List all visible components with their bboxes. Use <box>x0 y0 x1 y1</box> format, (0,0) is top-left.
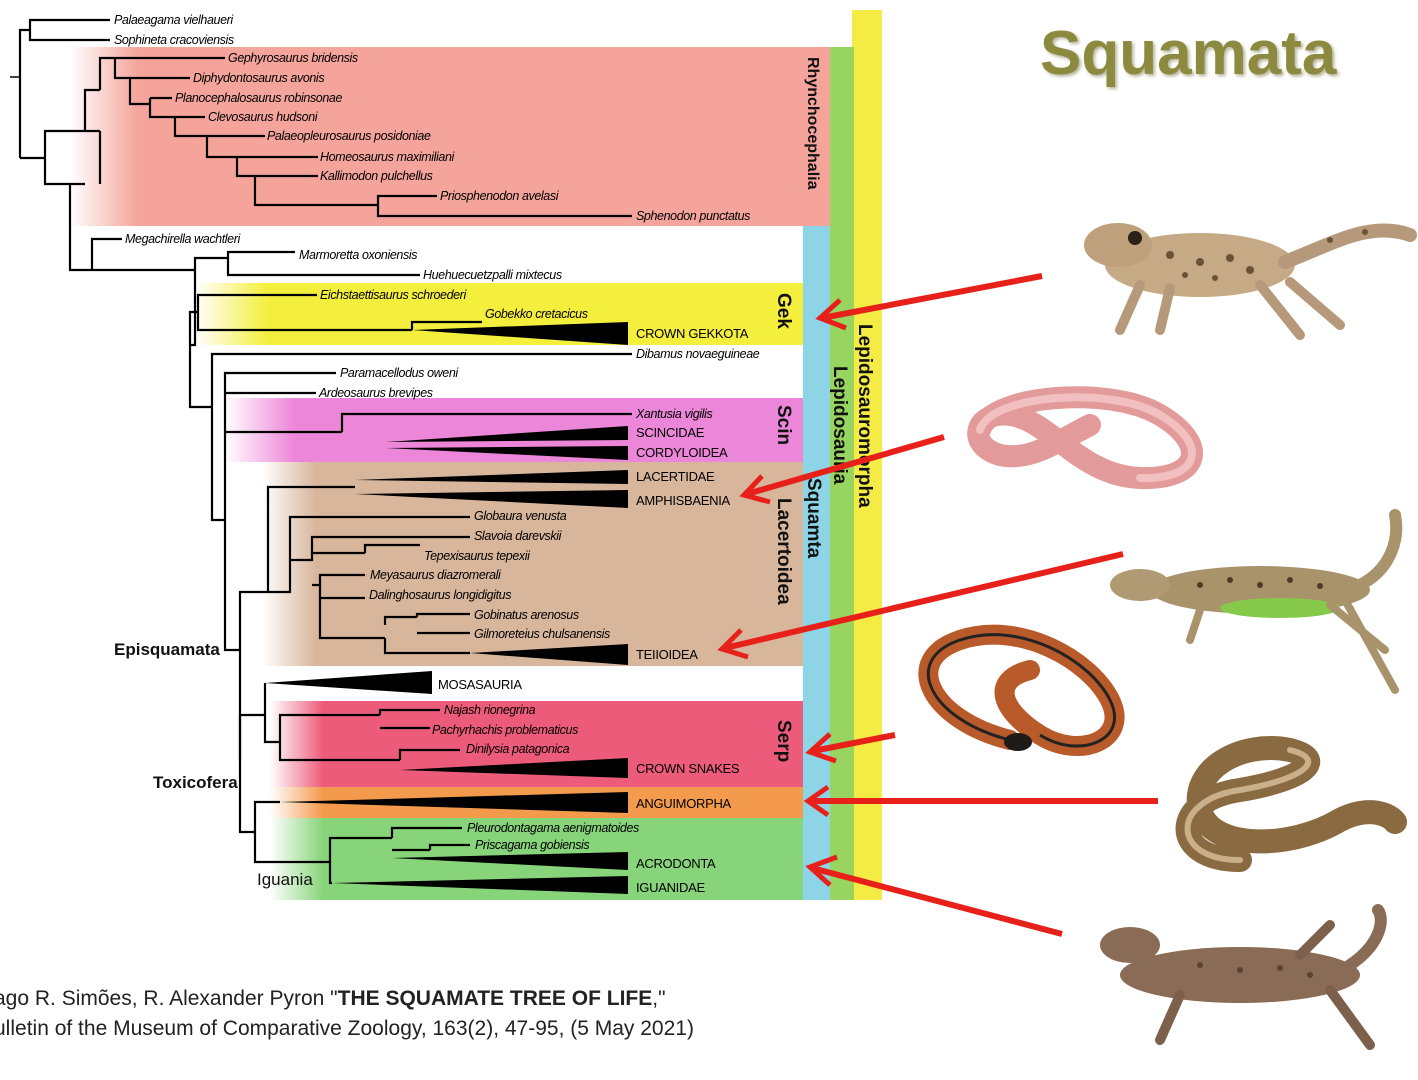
taxon-label: Priscagama gobiensis <box>475 838 589 852</box>
node-label-episquamata: Episquamata <box>114 640 220 659</box>
citation: ago R. Simões, R. Alexander Pyron "THE S… <box>0 984 694 1044</box>
iguanian-photo <box>1100 910 1381 1045</box>
taxon-label: Sophineta cracoviensis <box>114 33 234 47</box>
taxon-label: CROWN GEKKOTA <box>636 326 749 341</box>
squamata-bar-label: Squamta <box>803 478 824 559</box>
gecko-photo <box>1084 223 1410 335</box>
taxon-label: AMPHISBAENIA <box>636 493 731 508</box>
triangle-mosasauria <box>265 671 432 694</box>
arrow-iguania <box>812 868 1062 934</box>
snake-photo <box>928 635 1114 751</box>
taxon-label: Gobinatus arenosus <box>474 608 579 622</box>
taxon-label: Tepexisaurus tepexii <box>424 549 531 563</box>
taxon-label: Globaura venusta <box>474 509 567 523</box>
taxon-label: Ardeosaurus brevipes <box>318 386 433 400</box>
taxon-label: Pachyrhachis problematicus <box>432 723 578 737</box>
amphisbaenian-photo <box>978 397 1192 478</box>
node-label-iguania: Iguania <box>257 870 313 889</box>
taxon-label: Huehuecuetzpalli mixtecus <box>423 268 562 282</box>
taxon-label: SCINCIDAE <box>636 425 705 440</box>
rhynchocephalia-label: Rhynchocephalia <box>804 57 821 190</box>
taxon-label: Megachirella wachtleri <box>125 232 241 246</box>
citation-line-1: ago R. Simões, R. Alexander Pyron "THE S… <box>0 984 694 1014</box>
serp-label: Serp <box>773 720 794 762</box>
taxon-label: Dalinghosaurus longidigitus <box>369 588 511 602</box>
taxon-label: Planocephalosaurus robinsonae <box>175 91 342 105</box>
taxon-label: Meyasaurus diazromerali <box>370 568 502 582</box>
taxon-label: ACRODONTA <box>636 856 716 871</box>
taxon-label: Gephyrosaurus bridensis <box>228 51 358 65</box>
slowworm-photo <box>1188 748 1396 860</box>
node-label-toxicofera: Toxicofera <box>153 773 238 792</box>
taxon-label: Pleurodontagama aenigmatoides <box>467 821 639 835</box>
taxon-label: Palaeopleurosaurus posidoniae <box>267 129 431 143</box>
taxon-label: ANGUIMORPHA <box>636 796 732 811</box>
taxon-label: Xantusia vigilis <box>635 407 712 421</box>
taxon-label: Gilmoreteius chulsanensis <box>474 627 610 641</box>
scin-label: Scin <box>773 405 794 445</box>
taxon-label: CROWN SNAKES <box>636 761 740 776</box>
taxon-label: Diphydontosaurus avonis <box>193 71 324 85</box>
taxon-label: Paramacellodus oweni <box>340 366 459 380</box>
taxon-label: Homeosaurus maximiliani <box>320 150 456 164</box>
taxon-label: Clevosaurus hudsoni <box>208 110 319 124</box>
lacertid-photo <box>1110 515 1396 690</box>
taxon-label: LACERTIDAE <box>636 469 715 484</box>
taxon-label: Palaeagama vielhaueri <box>114 13 234 27</box>
citation-title: THE SQUAMATE TREE OF LIFE <box>338 987 653 1010</box>
taxon-label: TEIIOIDEA <box>636 647 698 662</box>
taxon-label: Najash rionegrina <box>444 703 536 717</box>
taxon-label: Dinilysia patagonica <box>466 742 570 756</box>
taxon-label: IGUANIDAE <box>636 880 705 895</box>
taxon-label: Kallimodon pulchellus <box>320 169 433 183</box>
citation-line-2: ulletin of the Museum of Comparative Zoo… <box>0 1014 694 1044</box>
taxon-label: Priosphenodon avelasi <box>440 189 560 203</box>
taxon-label: Gobekko cretacicus <box>485 307 588 321</box>
lacertoidea-label: Lacertoidea <box>773 498 794 605</box>
lepidosauromorpha-bar-label: Lepidosauromorpha <box>854 324 875 508</box>
taxon-label: Dibamus novaeguineae <box>636 347 760 361</box>
taxon-label: Sphenodon punctatus <box>636 209 750 223</box>
taxon-label: MOSASAURIA <box>438 677 522 692</box>
taxon-label: CORDYLOIDEA <box>636 445 728 460</box>
taxon-label: Eichstaettisaurus schroederi <box>320 288 467 302</box>
taxon-label: Slavoia darevskii <box>474 529 563 543</box>
gek-label: Gek <box>773 293 794 329</box>
taxon-label: Marmoretta oxoniensis <box>299 248 417 262</box>
